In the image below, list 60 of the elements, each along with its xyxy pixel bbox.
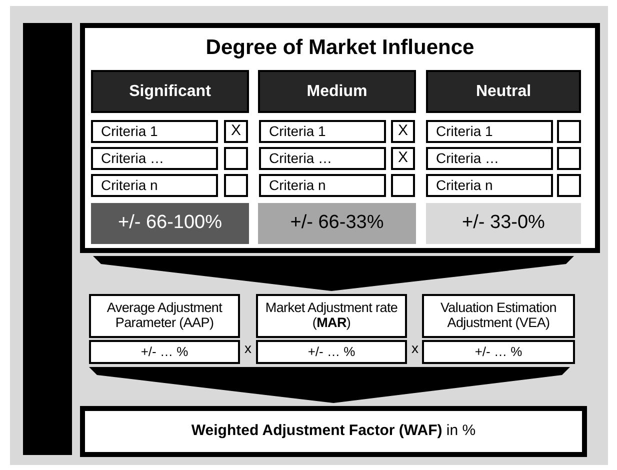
label-text: Weighted Adjustment Factor (WAF) in %: [191, 423, 476, 440]
label-text: Criteria 1: [269, 124, 326, 140]
category-header: [258, 70, 416, 113]
checkbox: [391, 174, 415, 197]
parameter-box: [256, 294, 407, 364]
checkbox: [224, 147, 248, 170]
chevron-arrow: [89, 367, 570, 403]
criteria-field: [426, 174, 553, 197]
check-mark: X: [398, 123, 408, 140]
percentage-box: [426, 203, 581, 244]
label-text: Criteria …: [101, 150, 164, 166]
criteria-field: [426, 147, 553, 170]
label-text: +/- 66-100%: [118, 213, 222, 234]
parameter-value: +/- … %: [474, 344, 522, 360]
percentage-box: [258, 203, 416, 244]
checkbox: [557, 174, 581, 197]
criteria-field: [426, 120, 553, 143]
label-text: Medium: [306, 82, 368, 100]
checkbox: [557, 147, 581, 170]
checkbox: [391, 120, 415, 143]
multiply-sign: x: [244, 341, 252, 356]
label-text: Criteria …: [436, 150, 500, 166]
criteria-field: [91, 120, 218, 143]
criteria-field: [259, 147, 386, 170]
multiply-sign: x: [410, 341, 420, 356]
label-text: Criteria n: [101, 178, 158, 194]
percentage-box: [91, 203, 249, 244]
title: Degree of Market Influence: [206, 36, 474, 60]
side-bar: [23, 23, 72, 455]
label-text: Criteria n: [436, 178, 493, 194]
criteria-field: [259, 174, 386, 197]
check-mark: X: [398, 150, 408, 167]
label-text: Neutral: [476, 82, 532, 100]
group-box: [80, 23, 600, 253]
label-text: Criteria 1: [436, 124, 493, 140]
label-text: +/- 33-0%: [462, 213, 545, 234]
checkbox: [224, 120, 248, 143]
criteria-field: [91, 147, 218, 170]
parameter-name: Average Adjustment Parameter (AAP): [106, 301, 224, 331]
parameter-name: Valuation Estimation Adjustment (VEA): [439, 301, 558, 331]
checkbox: [391, 147, 415, 170]
result-box: [80, 406, 587, 457]
checkbox: [224, 174, 248, 197]
parameter-value: +/- … %: [140, 344, 188, 360]
label-text: Criteria 1: [101, 124, 158, 140]
checkbox: [557, 120, 581, 143]
label-text: Significant: [129, 82, 211, 100]
label-text: +/- 66-33%: [290, 213, 384, 234]
label-text: Criteria n: [269, 178, 326, 194]
parameter-value: +/- … %: [308, 344, 356, 360]
criteria-field: [259, 120, 386, 143]
parameter-box: [89, 294, 240, 364]
parameter-name: Market Adjustment rate (MAR): [264, 301, 399, 331]
label-text: Criteria …: [269, 150, 332, 166]
chevron-arrow: [93, 256, 574, 291]
category-header: [426, 70, 581, 113]
check-mark: X: [230, 123, 241, 140]
criteria-field: [91, 174, 218, 197]
category-header: [91, 70, 249, 113]
parameter-box: [422, 294, 575, 364]
